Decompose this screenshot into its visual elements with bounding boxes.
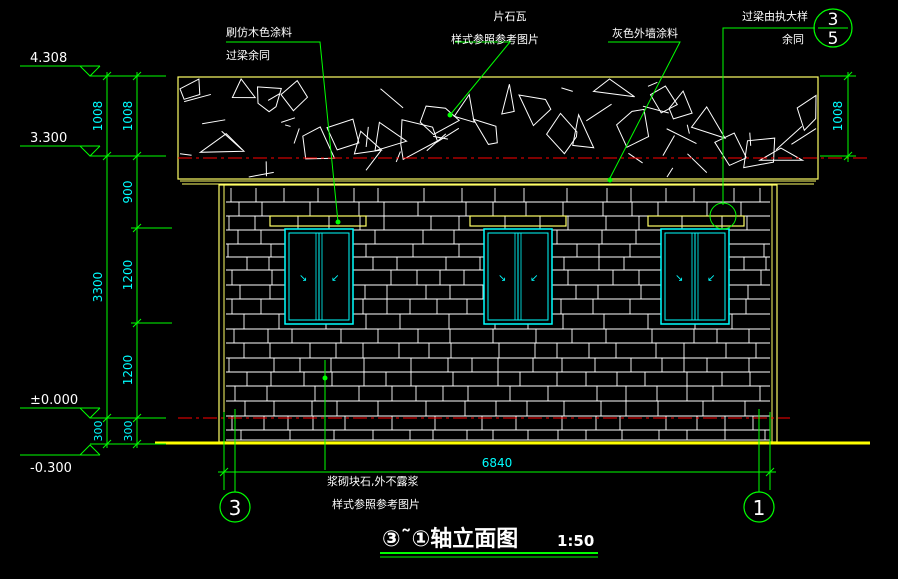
windows: ↘↙↘↙↘↙ <box>270 216 744 324</box>
window-3: ↘↙ <box>648 216 744 324</box>
window-2: ↘↙ <box>470 216 566 324</box>
note-stone-line2: 样式参照参考图片 <box>332 497 420 511</box>
dim-right: 1008 <box>831 101 845 132</box>
dim-inner-b: 1200 <box>121 260 135 291</box>
lintel <box>470 216 566 226</box>
axis-right-label: 1 <box>753 496 766 520</box>
left-dimension-lines <box>101 72 172 448</box>
level-ground: ±0.000 <box>30 393 78 408</box>
roof-band <box>178 77 818 184</box>
note-wall-paint: 灰色外墙涂料 <box>612 26 678 40</box>
note-stone-line1: 浆砌块石,外不露浆 <box>327 474 419 488</box>
level-top: 4.308 <box>30 51 67 66</box>
level-eave: 3.300 <box>30 131 67 146</box>
note-slate-line1: 片石瓦 <box>494 10 527 23</box>
lintel <box>270 216 366 226</box>
dim-inner-c: 1200 <box>121 355 135 386</box>
dim-inner-bottom: 300 <box>122 421 135 442</box>
slate-tile-pattern <box>180 79 816 177</box>
dim-outer-main: 3300 <box>91 272 105 303</box>
drawing-title: ③˜①轴立面图 <box>382 526 518 552</box>
note-paint-line2: 过梁余同 <box>226 48 270 62</box>
window-1: ↘↙ <box>270 216 366 324</box>
note-paint-line1: 刷仿木色涂料 <box>226 25 292 39</box>
window-mark-left: ↘ <box>675 273 683 284</box>
note-slate-line2: 样式参照参考图片 <box>451 32 539 46</box>
window-mark-left: ↘ <box>299 273 307 284</box>
dim-outer-bottom: 300 <box>92 421 105 442</box>
dim-inner-a: 900 <box>121 181 135 204</box>
dim-outer-top: 1008 <box>91 101 105 132</box>
callout-bottom-number: 5 <box>828 29 839 49</box>
width-dimension-lines <box>218 412 776 490</box>
note-lintel-line2: 余同 <box>782 32 804 46</box>
window-mark-right: ↙ <box>331 273 339 284</box>
callout-top-number: 3 <box>828 10 839 30</box>
window-mark-right: ↙ <box>707 273 715 284</box>
window-mark-left: ↘ <box>498 273 506 284</box>
window-mark-right: ↙ <box>530 273 538 284</box>
roof-outline <box>178 77 818 179</box>
drawing-scale: 1:50 <box>557 532 594 550</box>
axis-left-label: 3 <box>229 496 242 520</box>
lintel <box>648 216 744 226</box>
level-base: -0.300 <box>30 461 72 476</box>
dim-inner-top: 1008 <box>121 101 135 132</box>
dim-width: 6840 <box>482 456 513 470</box>
note-lintel-line1: 过梁由执大样 <box>742 9 808 23</box>
